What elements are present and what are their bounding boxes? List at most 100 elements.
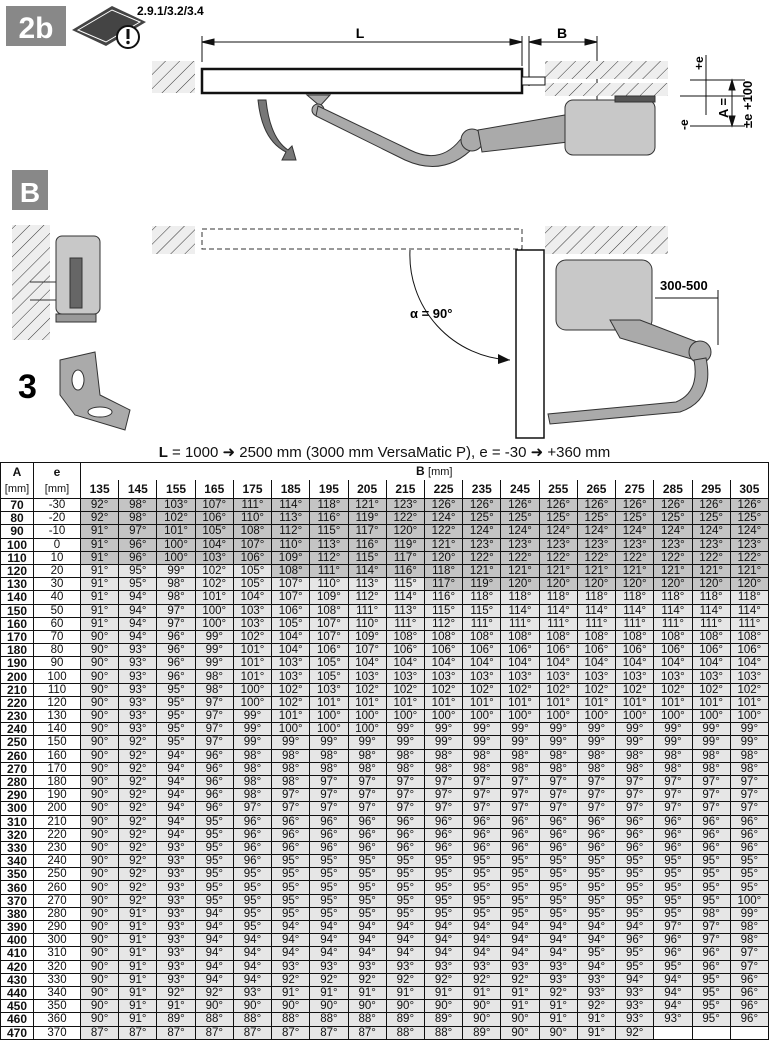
cell-angle: 103°: [538, 669, 578, 684]
cell-angle: 96°: [118, 550, 158, 565]
cell-angle: 97°: [309, 774, 349, 790]
cell-angle: 109°: [347, 629, 387, 645]
cell-angle: 93°: [271, 959, 311, 974]
cell-angle: 126°: [691, 497, 731, 513]
cell-angle: 96°: [347, 827, 387, 842]
cell-angle: 106°: [500, 643, 540, 658]
cell-angle: 95°: [347, 880, 387, 895]
cell-angle: 95°: [615, 959, 655, 974]
cell-angle: 111°: [576, 616, 617, 631]
cell-angle: 93°: [232, 985, 273, 1001]
cell-angle: 102°: [194, 577, 234, 592]
cell-angle: 116°: [423, 590, 464, 605]
cell-angle: 88°: [385, 1025, 425, 1040]
cell-angle: 93°: [423, 959, 464, 974]
cell-angle: 97°: [500, 774, 540, 790]
cell-angle: 120°: [423, 550, 464, 565]
cell-angle: 98°: [653, 748, 693, 763]
cell-angle: 98°: [232, 748, 273, 763]
cell-angle: 91°: [79, 577, 120, 592]
cell-angle: 95°: [232, 906, 273, 922]
cell-angle: 97°: [309, 801, 349, 816]
cell-angle: 90°: [79, 959, 120, 974]
cell-angle: 95°: [615, 893, 655, 908]
cell-angle: 124°: [691, 524, 731, 539]
cell-angle: 99°: [423, 722, 464, 737]
cell-e: 30: [33, 577, 81, 592]
cell-angle: 92°: [118, 880, 158, 895]
wall-right-top: [545, 61, 668, 79]
manual-reference: 2.9.1/3.2/3.4: [137, 4, 204, 18]
cell-angle: 95°: [232, 919, 273, 935]
svg-text:B: B: [20, 177, 40, 208]
header-B-135: 135: [79, 480, 120, 499]
cell-A: 300: [0, 801, 34, 816]
cell-angle: 90°: [271, 999, 311, 1014]
cell-angle: 96°: [271, 814, 311, 829]
cell-angle: 104°: [615, 656, 655, 671]
cell-angle: 93°: [118, 695, 158, 711]
cell-angle: 98°: [347, 748, 387, 763]
cell-angle: 93°: [576, 972, 617, 987]
cell-angle: 106°: [423, 643, 464, 658]
cell-angle: 94°: [271, 919, 311, 935]
cell-angle: 96°: [194, 788, 234, 803]
cell-angle: 95°: [271, 893, 311, 908]
cell-angle: 94°: [347, 933, 387, 948]
cell-angle: 95°: [194, 840, 234, 856]
cell-A: 160: [0, 616, 34, 631]
cell-A: 80: [0, 511, 34, 526]
dimension-B-label: B: [557, 25, 567, 41]
cell-angle: 94°: [271, 946, 311, 961]
cell-angle: 97°: [271, 788, 311, 803]
cell-angle: 97°: [653, 801, 693, 816]
cell-angle: 122°: [538, 550, 578, 565]
cell-angle: 94°: [156, 748, 196, 763]
cell-angle: 97°: [309, 788, 349, 803]
cell-angle: 98°: [271, 761, 311, 776]
cell-angle: 95°: [576, 880, 617, 895]
cell-angle: 102°: [691, 682, 731, 697]
cell-e: 290: [33, 919, 81, 935]
cell-angle: 97°: [653, 788, 693, 803]
cell-angle: 98°: [309, 761, 349, 776]
header-B-group: B [mm]: [80, 462, 769, 480]
cell-angle: 94°: [156, 774, 196, 790]
cell-angle: 95°: [385, 893, 425, 908]
cell-A: 320: [0, 827, 34, 842]
cell-angle: 92°: [538, 985, 578, 1001]
cell-A: 330: [0, 840, 34, 856]
swing-arrow: [257, 99, 297, 161]
cell-angle: 96°: [347, 840, 387, 856]
cell-angle: 98°: [118, 497, 158, 513]
cell-angle: 91°: [500, 985, 540, 1001]
cell-angle: 118°: [576, 590, 617, 605]
cell-angle: 87°: [309, 1025, 349, 1040]
cell-angle: 90°: [79, 880, 120, 895]
cell-angle: 94°: [423, 933, 464, 948]
cell-angle: 95°: [194, 827, 234, 842]
cell-angle: 104°: [347, 656, 387, 671]
wall-left-open: [152, 226, 195, 254]
cell-angle: 112°: [347, 590, 387, 605]
cell-e: 150: [33, 735, 81, 750]
section-label-box: B: [12, 170, 48, 210]
cell-angle: 97°: [194, 708, 234, 724]
dimension-A: [680, 55, 745, 128]
cell-angle: 97°: [194, 735, 234, 750]
cell-angle: 97°: [156, 603, 196, 618]
cell-angle: 96°: [462, 827, 502, 842]
cell-angle: 122°: [462, 550, 502, 565]
cell-angle: 94°: [194, 906, 234, 922]
cell-angle: 97°: [729, 946, 769, 961]
cell-angle: 95°: [615, 854, 655, 869]
header-B-205: 205: [347, 480, 387, 499]
cell-e: 0: [33, 537, 81, 552]
cell-angle: 91°: [118, 959, 158, 974]
cell-angle: 100°: [347, 708, 387, 724]
cell-angle: 114°: [385, 590, 425, 605]
